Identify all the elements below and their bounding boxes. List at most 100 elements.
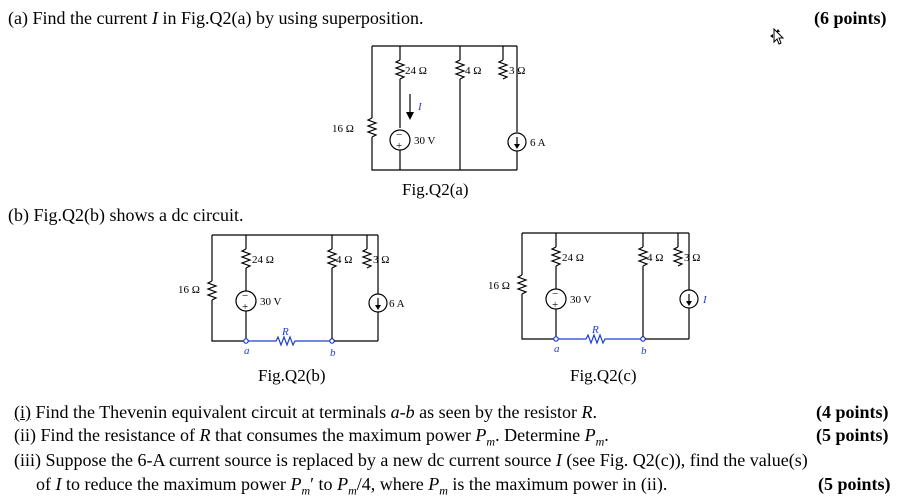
- question-a-prefix: (a) Find the current: [8, 8, 152, 28]
- fig-b-label-b: b: [330, 347, 336, 359]
- fig-c-vs-plus: +: [552, 299, 558, 311]
- question-ii-text2: that consumes the maximum power: [210, 425, 476, 445]
- question-iii-div: /4, where: [356, 474, 429, 494]
- question-ii-points: (5 points): [816, 425, 889, 445]
- fig-c-label-4: 4 Ω: [647, 252, 663, 264]
- question-ii-pm-sub: m: [486, 434, 496, 449]
- question-iii-text2a: of: [36, 474, 56, 494]
- fig-c-label-b: b: [641, 345, 647, 357]
- fig-a-resistor-16: [366, 117, 378, 138]
- fig-a-label-30v: 30 V: [414, 135, 436, 147]
- fig-b-label-6a: 6 A: [389, 298, 405, 310]
- fig-c-label-R: R: [591, 324, 599, 336]
- question-iii-text1b: (see Fig. Q2(c)), find the value(s): [561, 450, 808, 470]
- fig-a-bottom-wire: [371, 137, 517, 171]
- figure-b-circuit: 16 Ω 24 Ω − + 30 V R a b 4 Ω 3 Ω 6 A: [178, 234, 405, 359]
- question-ii-text1: Find the resistance of: [36, 425, 200, 445]
- fig-a-resistor-3: [497, 59, 509, 80]
- question-iii-var: I: [555, 450, 562, 470]
- question-ii-pm: P: [475, 425, 487, 445]
- fig-c-terminal-b: [640, 336, 646, 342]
- question-i-end: .: [592, 402, 598, 422]
- question-iii-text2b: to reduce the maximum power: [61, 474, 291, 494]
- question-iii-pm3-sub: m: [439, 483, 448, 498]
- fig-b-terminal-a: [243, 338, 249, 344]
- question-i-points: (4 points): [816, 402, 889, 422]
- question-iii-pm-prime: P: [290, 474, 302, 494]
- question-a-var: I: [151, 8, 158, 28]
- question-a-points: (6 points): [814, 8, 887, 28]
- question-iii-pm-sub: m: [348, 483, 357, 498]
- fig-b-resistor-24: [240, 248, 252, 269]
- question-i-text-before: Find the Thevenin equivalent circuit at …: [31, 402, 391, 422]
- figure-a-circuit: 16 Ω 24 Ω I − + 30 V 4 Ω 3 Ω 6 A: [332, 45, 546, 171]
- question-ii-resistor: R: [199, 425, 211, 445]
- fig-b-label-4: 4 Ω: [336, 254, 352, 266]
- question-iii-text2c: is the maximum power in (ii).: [447, 474, 668, 494]
- fig-c-label-24: 24 Ω: [562, 252, 584, 264]
- figure-c-caption: Fig.Q2(c): [570, 366, 637, 385]
- fig-c-resistor-4: [637, 246, 649, 267]
- question-a-suffix: in Fig.Q2(a) by using superposition.: [157, 8, 424, 28]
- fig-b-label-a: a: [244, 345, 250, 357]
- fig-b-label-16: 16 Ω: [178, 284, 200, 296]
- figure-a-caption: Fig.Q2(a): [402, 180, 469, 199]
- fig-c-label-I: I: [702, 294, 708, 306]
- figure-b-caption: Fig.Q2(b): [258, 366, 326, 385]
- question-iii-pm: P: [337, 474, 349, 494]
- fig-b-terminal-b: [329, 338, 335, 344]
- fig-b-resistor-3: [361, 248, 373, 269]
- fig-c-left-bottom-wire: [521, 294, 556, 340]
- fig-b-resistor-4: [326, 248, 338, 269]
- fig-b-vs-plus: +: [242, 301, 248, 313]
- question-iii-text1: (iii) Suppose the 6-A current source is …: [14, 450, 556, 470]
- fig-a-vs-minus: −: [396, 129, 402, 141]
- fig-c-label-16: 16 Ω: [488, 280, 510, 292]
- fig-c-resistor-3: [672, 246, 684, 267]
- question-iii-pm-prime-sub: m: [301, 483, 311, 498]
- fig-b-cs-arrow-head: [375, 305, 381, 310]
- question-a: (a) Find the current I in Fig.Q2(a) by u…: [8, 8, 423, 28]
- fig-b-label-30v: 30 V: [260, 296, 282, 308]
- fig-c-resistor-24: [550, 246, 562, 267]
- question-iii-points: (5 points): [818, 474, 891, 494]
- question-ii: (ii) Find the resistance of R that consu…: [14, 425, 609, 452]
- fig-c-vs-minus: −: [552, 288, 558, 300]
- question-i-terminals: a-b: [390, 402, 415, 422]
- question-i-text-after: as seen by the resistor: [414, 402, 582, 422]
- question-iii-to: to: [314, 474, 338, 494]
- fig-b-vs-minus: −: [242, 290, 248, 302]
- fig-a-label-16: 16 Ω: [332, 123, 354, 135]
- question-ii-label: (ii): [14, 425, 36, 445]
- fig-a-label-4: 4 Ω: [465, 65, 481, 77]
- fig-c-label-30v: 30 V: [570, 294, 592, 306]
- fig-a-vs-plus: +: [396, 140, 402, 152]
- question-iii-pm3: P: [428, 474, 440, 494]
- question-i: (i) Find the Thevenin equivalent circuit…: [14, 402, 597, 422]
- fig-b-label-3: 3 Ω: [373, 254, 389, 266]
- question-ii-text4: .: [604, 425, 609, 445]
- fig-c-cs-arrow-head: [686, 301, 692, 306]
- fig-a-label-6a: 6 A: [530, 137, 546, 149]
- fig-c-terminal-a: [553, 336, 559, 342]
- fig-a-resistor-4: [454, 59, 466, 80]
- fig-b-left-bottom-wire: [211, 300, 246, 342]
- question-ii-pm2: P: [584, 425, 596, 445]
- question-i-label: (i): [14, 402, 31, 422]
- fig-a-resistor-24: [394, 59, 406, 80]
- fig-a-label-24: 24 Ω: [405, 65, 427, 77]
- question-i-resistor: R: [581, 402, 593, 422]
- fig-c-label-3: 3 Ω: [684, 252, 700, 264]
- figure-c-circuit: 16 Ω 24 Ω − + 30 V R a b 4 Ω 3 Ω I: [488, 232, 708, 357]
- question-iii-prime: ′: [310, 474, 315, 494]
- fig-a-cs-arrow-head: [514, 144, 520, 149]
- fig-b-resistor-16: [206, 280, 218, 301]
- question-ii-pm2-sub: m: [595, 434, 605, 449]
- question-ii-text3: . Determine: [495, 425, 585, 445]
- fig-a-label-I: I: [417, 101, 423, 113]
- fig-c-resistor-16: [516, 274, 528, 295]
- fig-b-label-R: R: [281, 326, 289, 338]
- question-iii-var2: I: [55, 474, 62, 494]
- move-cursor-icon: [770, 27, 785, 45]
- fig-c-label-a: a: [554, 343, 560, 355]
